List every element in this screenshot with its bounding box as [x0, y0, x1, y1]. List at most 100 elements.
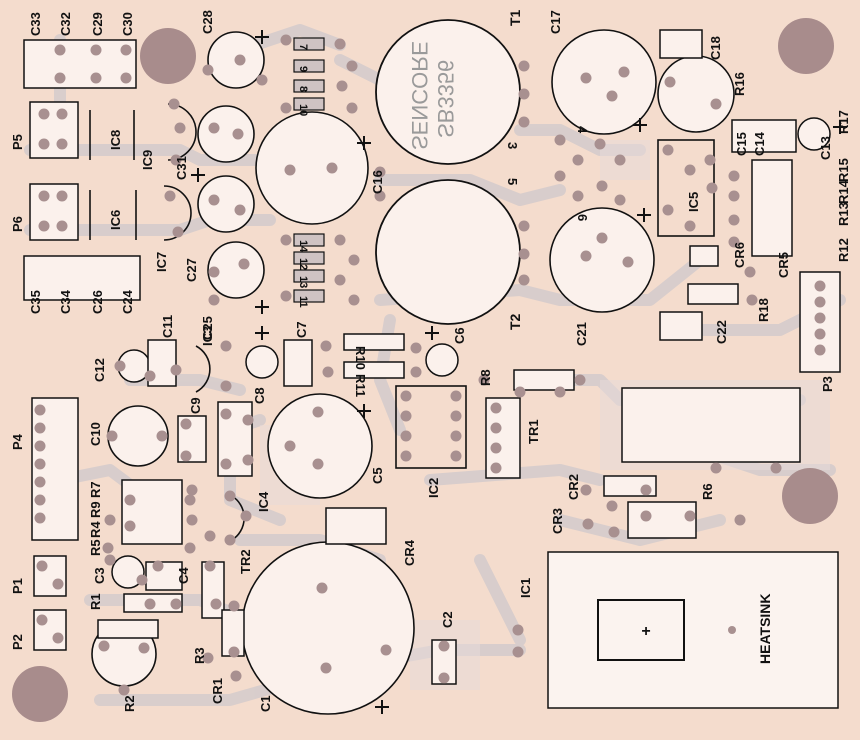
solder-pad — [662, 144, 674, 156]
solder-pad — [518, 116, 530, 128]
solder-pad — [220, 340, 232, 352]
solder-pad — [326, 162, 338, 174]
label-c35: C35 — [28, 290, 43, 314]
solder-pad — [814, 296, 826, 308]
solder-pad — [114, 360, 126, 372]
solder-pad — [118, 684, 130, 696]
solder-pad — [684, 164, 696, 176]
mounting-holes — [12, 18, 838, 722]
label-c11: C11 — [160, 315, 175, 338]
label-c28: C28 — [200, 10, 215, 34]
solder-pad — [606, 90, 618, 102]
label-c4: C4 — [176, 567, 191, 584]
solder-pad — [170, 154, 182, 166]
solder-pad — [136, 574, 148, 586]
solder-pad — [438, 672, 450, 684]
solder-pad — [334, 234, 346, 246]
resistor-bank-r7-r5 — [121, 479, 183, 545]
solder-pad — [514, 386, 526, 398]
solder-pad — [172, 226, 184, 238]
label-r15: R15 — [836, 158, 851, 182]
solder-pad — [220, 408, 232, 420]
label-ic1: IC1 — [518, 578, 533, 598]
small-capacitors — [111, 117, 831, 589]
solder-pad — [334, 38, 346, 50]
solder-pad — [120, 44, 132, 56]
label-c25: C25 — [200, 316, 215, 340]
solder-pad — [554, 134, 566, 146]
label-c24: C24 — [120, 289, 135, 314]
solder-pad — [400, 430, 412, 442]
solder-pad — [168, 98, 180, 110]
capacitor-c27 — [197, 175, 255, 233]
solder-pad — [54, 44, 66, 56]
label-c29: C29 — [90, 12, 105, 36]
label-c12: C12 — [92, 358, 107, 382]
solder-pad — [90, 72, 102, 84]
label-r-small-14: 14 — [297, 240, 309, 253]
connector-p6 — [29, 183, 79, 241]
label-r1: R1 — [88, 593, 103, 610]
heatsink-plus-mark: + — [641, 623, 650, 640]
label-c21: C21 — [574, 322, 589, 346]
label-r18: R18 — [756, 298, 771, 322]
solder-pad — [814, 344, 826, 356]
solder-pad — [512, 646, 524, 658]
solder-pad — [518, 88, 530, 100]
label-c9: C9 — [188, 397, 203, 414]
solder-pad — [120, 72, 132, 84]
solder-pad — [106, 430, 118, 442]
label-r-small-11: 11 — [297, 296, 309, 308]
solder-pad — [164, 190, 176, 202]
connector-p5 — [29, 101, 79, 159]
solder-pad — [374, 166, 386, 178]
solder-pad — [574, 374, 586, 386]
label-r10: R10 — [353, 346, 368, 370]
solder-pad — [98, 640, 110, 652]
solder-pad — [450, 390, 462, 402]
label-r-small-7: 7 — [297, 44, 309, 50]
solder-pad — [814, 280, 826, 292]
solder-pad — [56, 138, 68, 150]
solder-pad — [34, 440, 46, 452]
label-c17: C17 — [548, 10, 563, 34]
label-ic8: IC8 — [108, 130, 123, 150]
label-r-small-8: 8 — [297, 86, 309, 92]
solder-pad — [52, 632, 64, 644]
solder-pad — [220, 380, 232, 392]
resistor-r16-body — [657, 55, 735, 133]
solder-pad — [36, 614, 48, 626]
diode-cr5 — [687, 283, 739, 305]
solder-pad — [614, 194, 626, 206]
solder-pad — [228, 600, 240, 612]
solder-pad — [710, 462, 722, 474]
solder-pad — [710, 98, 722, 110]
solder-pad — [180, 450, 192, 462]
solder-pad — [380, 644, 392, 656]
label-p1: P1 — [10, 578, 25, 594]
label-c32: C32 — [58, 12, 73, 36]
label-r13: R13 — [836, 202, 851, 226]
ic6-outline — [89, 190, 137, 240]
capacitor-bank-mid — [23, 255, 141, 301]
solder-pad — [728, 214, 740, 226]
solder-pad — [684, 220, 696, 232]
label-c7: C7 — [294, 321, 309, 338]
logo-line-2: SENCORE — [407, 41, 432, 150]
solder-pad — [746, 294, 758, 306]
label-r-small-12: 12 — [297, 258, 309, 270]
label-c1: C1 — [258, 695, 273, 712]
solder-pad — [234, 204, 246, 216]
ic3-outline — [195, 345, 211, 393]
solder-pad — [256, 74, 268, 86]
solder-pad — [280, 290, 292, 302]
label-r17: R17 — [836, 110, 851, 134]
label-c3: C3 — [92, 567, 107, 584]
solder-pad — [210, 598, 222, 610]
solder-pad — [204, 560, 216, 572]
label-p6: P6 — [10, 216, 25, 232]
solder-pad — [170, 598, 182, 610]
solder-pad — [242, 454, 254, 466]
capacitor-c31 — [197, 105, 255, 163]
